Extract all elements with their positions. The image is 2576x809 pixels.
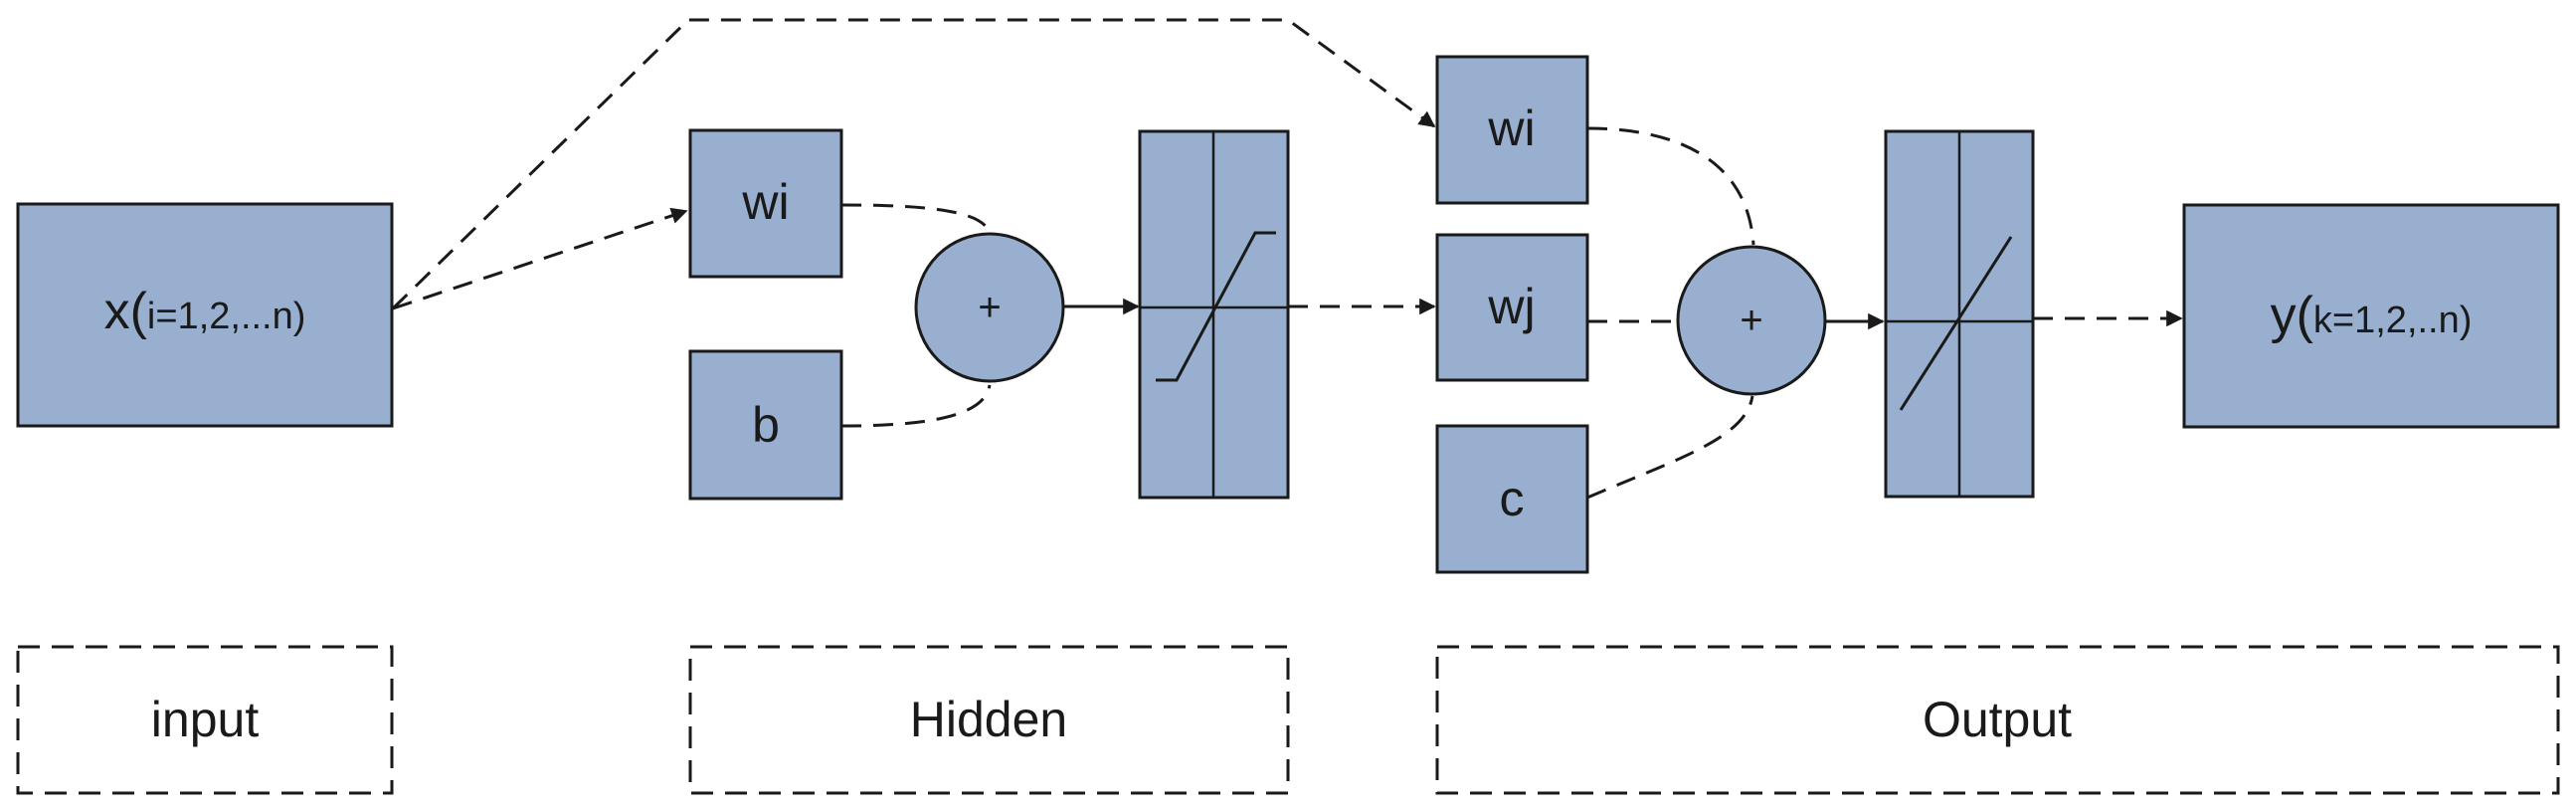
output-c-label: c (1500, 471, 1525, 526)
hidden-wi-to-sum-line (840, 203, 992, 235)
stage-input: input (16, 645, 394, 795)
hidden-activation-node (1138, 129, 1290, 500)
connections (391, 18, 2183, 500)
input-node-label: x(i=1,2,...n) (104, 283, 306, 340)
output-c-to-sum-line (1586, 395, 1754, 500)
output-wi-label: wi (1487, 101, 1535, 156)
hidden-b-to-sum-line (840, 384, 992, 428)
output-wj-label: wj (1487, 279, 1535, 334)
output-node-label: y(k=1,2,..n) (2271, 287, 2473, 344)
linear-function-icon (1899, 236, 2013, 411)
hidden-wi-node: wi (688, 128, 843, 279)
hidden-b-node: b (688, 349, 843, 501)
hidden-b-label: b (752, 397, 780, 453)
output-sum-node: + (1676, 245, 1827, 396)
output-activation-node (1884, 129, 2035, 499)
stage-hidden: Hidden (688, 645, 1290, 795)
hidden-sum-node: + (914, 232, 1065, 383)
stage-output: Output (1435, 645, 2560, 795)
stage-hidden-label: Hidden (910, 692, 1067, 747)
skip-connection-arrow (391, 18, 1436, 310)
input-to-hidden-wi-arrow (392, 207, 688, 310)
output-y-node: y(k=1,2,..n) (2182, 203, 2560, 429)
output-wi-node: wi (1435, 55, 1589, 205)
stage-output-label: Output (1923, 692, 2072, 747)
output-sum-label: + (1740, 299, 1762, 342)
stage-input-label: input (151, 692, 260, 747)
hidden-sum-label: + (978, 286, 1001, 329)
output-wj-node: wj (1435, 233, 1589, 382)
hidden-wi-label: wi (741, 174, 789, 230)
output-c-node: c (1435, 424, 1589, 574)
output-wi-to-sum-line (1586, 126, 1755, 246)
input-node: x(i=1,2,...n) (16, 202, 394, 428)
saturating-linear-function-icon (1156, 231, 1276, 382)
